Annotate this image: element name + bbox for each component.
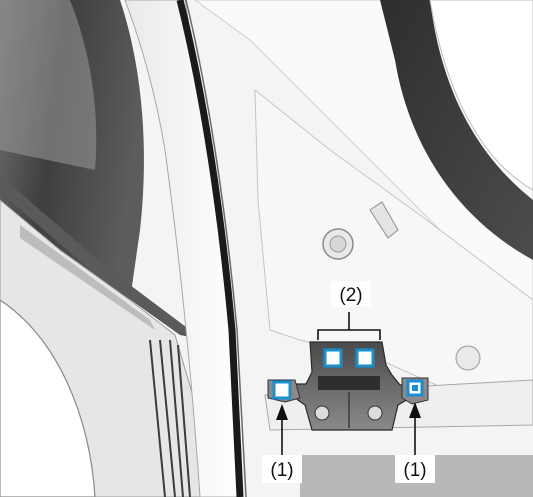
leader-lines xyxy=(281,312,416,455)
right-label-bg xyxy=(395,455,435,483)
bracket-bend xyxy=(318,376,380,390)
left-arrow-head xyxy=(276,404,288,420)
boss-hole xyxy=(455,345,481,371)
wheel-arch-edge xyxy=(0,299,96,497)
callout-fastener-left: (1) xyxy=(270,460,293,481)
fastener-marker-pair-right xyxy=(355,348,375,368)
interior-panel-highlight xyxy=(0,0,97,170)
callout-fastener-pair: (2) xyxy=(339,285,362,306)
right-arrow-head xyxy=(409,402,421,418)
door-opening-seal xyxy=(380,0,533,260)
pillar-seal xyxy=(176,0,244,497)
fastener-marker-pair-left xyxy=(323,348,343,368)
fastener-marker-left xyxy=(272,380,292,400)
left-label-bg xyxy=(262,455,302,483)
pillar-seal-edge xyxy=(185,0,247,497)
bracket-hole-right xyxy=(367,405,383,421)
fastener-marker-right-dot xyxy=(412,385,418,391)
callout-fastener-right: (1) xyxy=(403,460,426,481)
vertical-ribs xyxy=(149,339,191,497)
access-hole-inner xyxy=(329,235,347,253)
bracket-hole-left xyxy=(314,405,330,421)
pair-label-bg xyxy=(331,281,371,307)
trim-strip-lower xyxy=(20,225,155,330)
door-opening xyxy=(429,0,533,191)
slot-hole xyxy=(369,201,399,239)
trim-strip xyxy=(0,175,195,338)
